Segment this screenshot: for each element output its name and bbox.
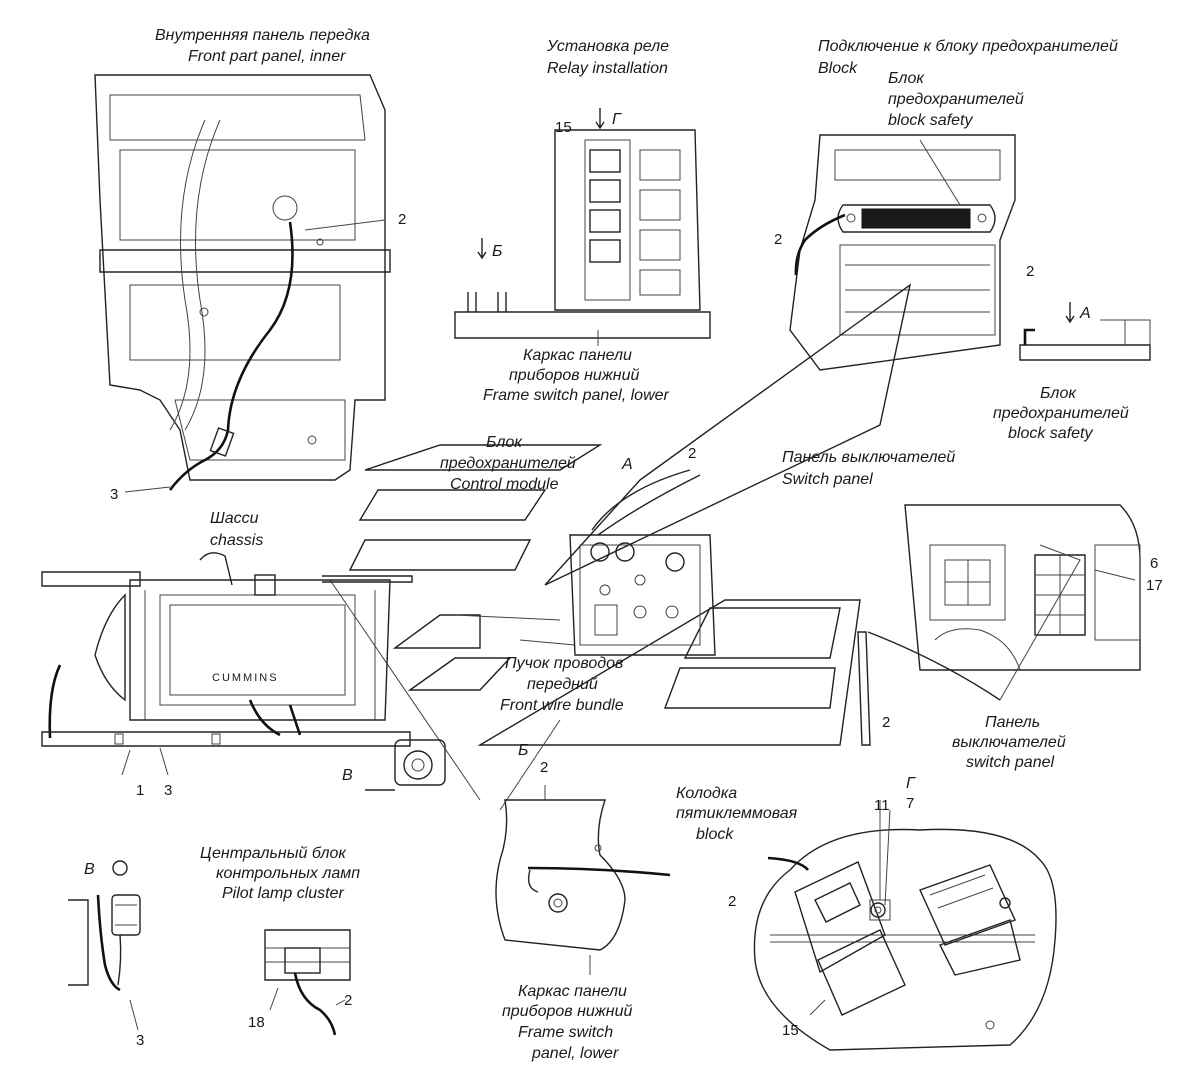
callout-2-fuse-left: 2 — [774, 231, 782, 248]
fuse-top-caption-en: block safety — [888, 112, 973, 129]
frame-bottom-caption-ru1: Каркас панели — [518, 983, 627, 1000]
pilot-caption-ru1: Центральный блок — [200, 845, 347, 862]
front-panel-view — [94, 74, 391, 493]
switch-lower-caption-ru2: выключателей — [952, 734, 1066, 751]
relay-caption-ru: Установка реле — [546, 38, 669, 55]
chassis-caption-en: chassis — [210, 532, 263, 549]
frame-bottom-caption-en2: panel, lower — [531, 1045, 619, 1062]
fuse-right-caption-ru1: Блок — [1040, 385, 1077, 402]
view-letter-b-chassis: В — [342, 767, 353, 784]
callout-1: 1 — [136, 782, 144, 799]
switch-panel-view — [857, 504, 1141, 746]
callout-6: 6 — [1150, 555, 1158, 572]
bundle-caption-ru1: Пучок проводов — [505, 655, 623, 672]
view-letter-b-bottom: Б — [518, 742, 528, 759]
switch-lower-caption-ru1: Панель — [985, 714, 1040, 731]
left-detail-view — [68, 860, 141, 1031]
relay-caption-en: Relay installation — [547, 60, 668, 77]
relay-view — [454, 108, 711, 346]
bundle-caption-en: Front wire bundle — [500, 697, 624, 714]
frame-top-caption-ru2: приборов нижний — [509, 367, 640, 384]
chassis-view — [41, 552, 446, 791]
cab-outline — [329, 283, 912, 811]
view-letter-v-left: В — [84, 861, 95, 878]
callout-17: 17 — [1146, 577, 1163, 594]
callout-2-frame-bottom: 2 — [540, 759, 548, 776]
view-letter-g-bottom: Г — [906, 775, 916, 792]
fuse-right-caption-en: block safety — [1008, 425, 1093, 442]
fuse-top-caption-ru1: Блок — [888, 70, 925, 87]
bundle-caption-ru2: передний — [527, 676, 598, 693]
callout-2-fuse-right: 2 — [1026, 263, 1034, 280]
callout-7: 7 — [906, 795, 914, 812]
chassis-brand-label: CUMMINS — [212, 672, 279, 684]
switch-caption-en: Switch panel — [782, 471, 873, 488]
frame-bottom-caption-en1: Frame switch — [518, 1024, 613, 1041]
frame-top-caption-ru1: Каркас панели — [523, 347, 632, 364]
callout-2-center: 2 — [688, 445, 696, 462]
fuse-block-view — [789, 134, 1151, 371]
callout-11: 11 — [874, 797, 890, 814]
callout-18: 18 — [248, 1014, 265, 1031]
callout-2-pilot: 2 — [344, 992, 352, 1009]
control-caption-ru2: предохранителей — [440, 455, 576, 472]
pilot-caption-en: Pilot lamp cluster — [222, 885, 344, 902]
view-letter-a-center: А — [621, 456, 633, 473]
control-caption-en: Control module — [450, 476, 559, 493]
callout-15-relay: 15 — [555, 119, 572, 136]
switch-lower-caption-en: switch panel — [966, 754, 1054, 771]
fuse-top-caption-ru2: предохранителей — [888, 91, 1024, 108]
chassis-caption-ru: Шасси — [210, 510, 259, 527]
callout-2-front: 2 — [398, 211, 406, 228]
fuse-right-caption-ru2: предохранителей — [993, 405, 1129, 422]
five-pin-block-view — [753, 800, 1057, 1051]
view-letter-a-fuse: А — [1079, 305, 1091, 322]
five-pin-caption-ru2: пятиклеммовая — [676, 805, 798, 822]
callout-2-five-pin: 2 — [728, 893, 736, 910]
callout-3-front: 3 — [110, 486, 118, 503]
fuse-conn-caption-en: Block — [818, 60, 858, 77]
callout-15-five-pin: 15 — [782, 1022, 799, 1039]
fuse-conn-caption-ru: Подключение к блоку предохранителей — [818, 38, 1118, 55]
view-letter-b-relay: Б — [492, 243, 502, 260]
view-letter-g-relay: Г — [612, 111, 622, 128]
five-pin-caption-en: block — [696, 826, 734, 843]
frame-lower-view — [495, 785, 671, 975]
switch-caption-ru: Панель выключателей — [782, 449, 955, 466]
pilot-lamp-view — [264, 929, 351, 1036]
control-module-view — [569, 469, 716, 656]
callout-3-left: 3 — [136, 1032, 144, 1049]
five-pin-caption-ru1: Колодка — [676, 785, 737, 802]
front-panel-caption-ru: Внутренняя панель передка — [155, 27, 370, 44]
callout-3-chassis: 3 — [164, 782, 172, 799]
pilot-caption-ru2: контрольных ламп — [216, 865, 360, 882]
callout-2-switch: 2 — [882, 714, 890, 731]
frame-bottom-caption-ru2: приборов нижний — [502, 1003, 633, 1020]
frame-top-caption-en: Frame switch panel, lower — [483, 387, 670, 404]
control-caption-ru1: Блок — [486, 434, 523, 451]
front-panel-caption-en: Front part panel, inner — [188, 48, 346, 65]
